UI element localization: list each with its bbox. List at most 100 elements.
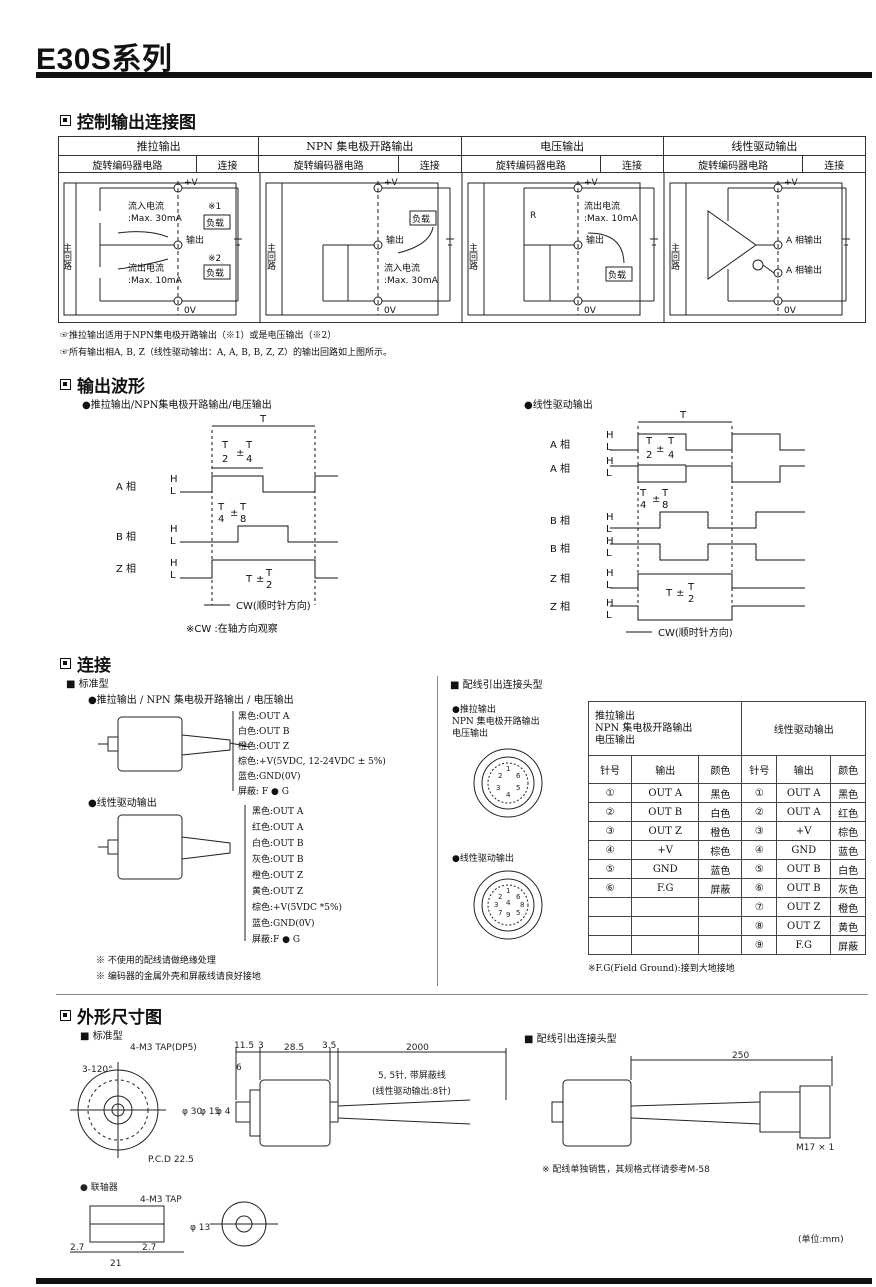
section-square-icon [60, 379, 71, 390]
svg-text:● 联轴器: ● 联轴器 [80, 1181, 118, 1193]
col-npn: NPN 集电极开路输出 [258, 136, 462, 156]
svg-text:2.7: 2.7 [70, 1243, 84, 1253]
svg-text:3.5: 3.5 [322, 1041, 336, 1051]
svg-text:负载: 负载 [608, 269, 626, 281]
svg-text:4: 4 [506, 791, 511, 799]
svg-text:6: 6 [516, 772, 521, 780]
svg-text::Max. 30mA: :Max. 30mA [128, 214, 183, 224]
svg-text:0V: 0V [584, 306, 597, 316]
svg-text:Z 相: Z 相 [550, 600, 570, 613]
svg-text:T: T [265, 568, 273, 579]
svg-text:+V: +V [184, 178, 199, 188]
svg-text:T: T [217, 502, 225, 513]
svg-text:±: ± [676, 588, 684, 599]
svg-text:主回路: 主回路 [61, 242, 72, 271]
control-note-1: ☞推拉输出适用于NPN集电极开路输出（※1）或是电压输出（※2） [60, 331, 337, 341]
svg-text:2.7: 2.7 [142, 1243, 156, 1253]
svg-text:T: T [667, 436, 675, 447]
svg-text:6: 6 [516, 893, 521, 901]
svg-text:2: 2 [222, 454, 228, 465]
svg-text:※CW :在轴方向观察: ※CW :在轴方向观察 [186, 622, 278, 635]
svg-text:负载: 负载 [206, 217, 224, 229]
section-square-icon [60, 1010, 71, 1021]
svg-text:B 相: B 相 [116, 530, 136, 543]
svg-text:L: L [606, 442, 612, 453]
svg-text:输出: 输出 [186, 234, 204, 246]
svg-text:T: T [665, 588, 673, 599]
section-control-title: 控制输出连接图 [60, 108, 196, 133]
svg-text:1: 1 [506, 765, 510, 773]
svg-text:L: L [606, 580, 612, 591]
svg-text:2: 2 [498, 772, 502, 780]
svg-text:主回路: 主回路 [265, 242, 276, 271]
svg-text:±: ± [656, 444, 664, 455]
svg-text:+V: +V [584, 178, 599, 188]
svg-text:Z 相: Z 相 [116, 562, 136, 575]
svg-text:A 相: A 相 [550, 462, 570, 475]
svg-text:输出: 输出 [386, 234, 404, 246]
svg-text::Max. 10mA: :Max. 10mA [128, 276, 183, 286]
svg-text:H: H [606, 456, 614, 467]
svg-text:3: 3 [258, 1041, 264, 1051]
svg-text:流入电流: 流入电流 [384, 262, 420, 274]
svg-text:7: 7 [498, 909, 502, 917]
svg-text:0V: 0V [784, 306, 797, 316]
svg-text:T: T [245, 440, 253, 451]
connector-title: ■ 配线引出连接头型 [450, 680, 543, 691]
svg-text:4: 4 [218, 514, 224, 525]
svg-text:φ 4: φ 4 [216, 1107, 231, 1117]
svg-text:8: 8 [240, 514, 246, 525]
section-waveform-title: 输出波形 [60, 372, 145, 397]
svg-text:φ 30: φ 30 [182, 1107, 203, 1117]
svg-text:主回路: 主回路 [669, 242, 680, 271]
svg-text::Max. 10mA: :Max. 10mA [584, 214, 639, 224]
page-title: E30S系列 [36, 43, 173, 76]
connector-pp-labels: ●推拉输出 NPN 集电极开路输出 电压输出 [452, 705, 540, 739]
svg-text:2: 2 [498, 893, 502, 901]
linedriver-wire-list: 黑色:OUT A 红色:OUT A 白色:OUT B 灰色:OUT B 橙色:O… [252, 807, 343, 945]
svg-text:H: H [606, 512, 614, 523]
waveform-right-title: ●线性驱动输出 [524, 400, 593, 411]
svg-text:T: T [687, 582, 695, 593]
svg-text:±: ± [256, 574, 264, 585]
svg-text:0V: 0V [384, 306, 397, 316]
svg-text:T: T [645, 436, 653, 447]
svg-text:T: T [639, 488, 647, 499]
svg-text::Max. 30mA: :Max. 30mA [384, 276, 439, 286]
svg-text:4: 4 [506, 899, 511, 907]
bottom-rule [36, 1278, 872, 1284]
svg-text:M17 × 1: M17 × 1 [796, 1143, 834, 1153]
svg-text:L: L [606, 468, 612, 479]
svg-text:负载: 负载 [412, 213, 430, 225]
section-square-icon [60, 658, 71, 669]
svg-text:A 相: A 相 [550, 438, 570, 451]
svg-text:21: 21 [110, 1259, 121, 1269]
svg-text:L: L [170, 570, 176, 581]
svg-text:4: 4 [640, 500, 646, 511]
svg-text:L: L [606, 610, 612, 621]
svg-text:±: ± [230, 508, 238, 519]
svg-text:4-M3 TAP(DP5): 4-M3 TAP(DP5) [130, 1043, 197, 1053]
svg-text:※ 配线单独销售，其规格式样请参考M-58: ※ 配线单独销售，其规格式样请参考M-58 [542, 1163, 710, 1175]
svg-text:L: L [170, 536, 176, 547]
svg-text:负载: 负载 [206, 267, 224, 279]
svg-text:R: R [530, 211, 536, 221]
col-voltage: 电压输出 [460, 136, 664, 156]
svg-text:28.5: 28.5 [284, 1043, 304, 1053]
svg-text:L: L [606, 524, 612, 535]
svg-text:流出电流: 流出电流 [584, 200, 620, 212]
svg-text:250: 250 [732, 1051, 749, 1061]
svg-text:φ 13: φ 13 [190, 1223, 210, 1233]
control-table: 推拉输出 NPN 集电极开路输出 电压输出 线性驱动输出 旋转编码器电路 连接 … [57, 136, 867, 323]
svg-text:2000: 2000 [406, 1043, 429, 1053]
svg-text:4: 4 [668, 450, 674, 461]
svg-text:主回路: 主回路 [467, 242, 478, 271]
svg-text:3: 3 [494, 901, 498, 909]
waveform-left-title: ●推拉输出/NPN集电极开路输出/电压输出 [82, 400, 272, 411]
svg-text:5, 5针, 带屏蔽线: 5, 5针, 带屏蔽线 [378, 1069, 446, 1081]
control-note-2: ☞所有输出相A, B, Z（线性驱动输出：A, A, B, B, Z, Z）的输… [60, 348, 393, 358]
section-dimension-title: 外形尺寸图 [60, 1003, 162, 1028]
waveform-diagrams: T T 2 ± T 4 T 4 ± T 8 T ± T 2 A 相 B 相 Z … [116, 410, 805, 639]
svg-text:H: H [170, 474, 178, 485]
